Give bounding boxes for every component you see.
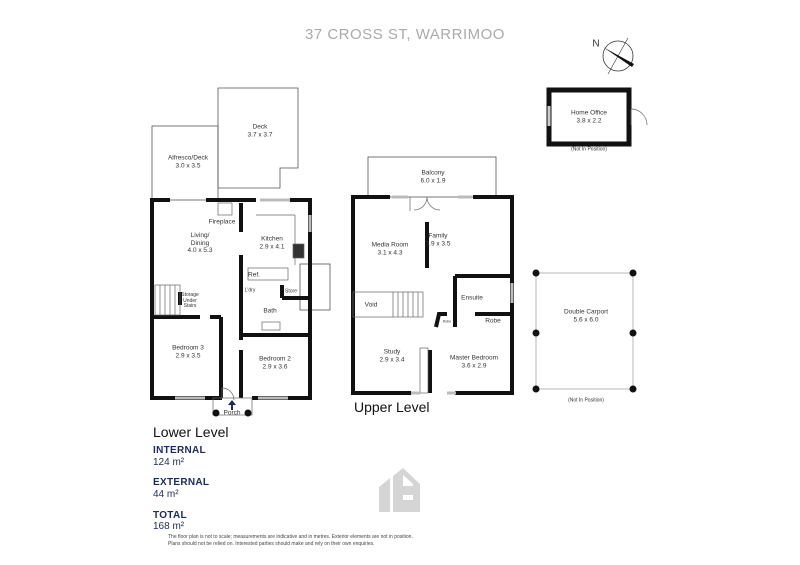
room-name: Bedroom 3	[172, 344, 204, 352]
balcony-outline	[367, 156, 497, 198]
room-name: Alfresco/Deck	[167, 154, 209, 162]
home-office-walls	[546, 87, 648, 147]
room-dims: 3.6 x 2.9	[461, 362, 487, 369]
room-dims: 2.9 x 3.4	[379, 356, 405, 363]
room-dims: 2.9 x 3.5	[175, 352, 201, 359]
lower-level-fixtures	[154, 202, 305, 416]
external-value: 44 m²	[153, 489, 179, 500]
disclaimer: The floor plan is not to scale; measurem…	[168, 534, 488, 548]
lower-windows	[175, 198, 312, 400]
compass-north-label: N	[592, 38, 600, 50]
property-title: 37 CROSS ST, WARRIMOO	[305, 26, 505, 43]
upper-level-heading: Upper Level	[354, 399, 430, 415]
bath-label: Bath	[263, 307, 277, 315]
room-name: Master Bedroom	[449, 354, 499, 362]
store-label: Store	[285, 288, 297, 295]
room-dims: 3.7 x 3.7	[247, 131, 273, 138]
room-dims: 3.0 x 3.5	[175, 162, 201, 169]
room-name: Double Carport	[563, 308, 609, 316]
room-dims: 3.1 x 4.3	[377, 249, 403, 256]
disclaimer-line: The floor plan is not to scale; measurem…	[168, 534, 413, 540]
room-name: Kitchen	[261, 235, 283, 243]
fireplace-label: Fireplace	[208, 218, 236, 226]
room-name: Stairs	[183, 302, 197, 309]
lower-level-decks	[151, 87, 331, 311]
internal-value: 124 m²	[153, 457, 185, 468]
carport-outline	[532, 269, 637, 393]
entry-arrow-icon	[228, 400, 236, 410]
disclaimer-line: Plans should not be relied on. Intereste…	[168, 541, 375, 547]
compass-icon	[602, 37, 634, 75]
room-dims: 2.9 x 4.1	[259, 243, 285, 250]
room-dims: 5.6 x 6.0	[573, 316, 599, 323]
room-name: Family	[428, 232, 448, 240]
room-dims: 6.0 x 1.9	[420, 177, 446, 184]
upper-level-fixtures	[352, 196, 441, 394]
carport-note: (Not In Position)	[568, 397, 604, 404]
ensuite-label: Ensuite	[461, 294, 483, 302]
room-dims: 3.8 x 2.2	[576, 117, 602, 124]
void-label: Void	[364, 301, 378, 309]
room-name: Under	[183, 297, 197, 304]
room-name: Bedroom 2	[259, 355, 291, 363]
room-name: Dining	[190, 239, 210, 247]
robe-small-label: Robe	[442, 319, 452, 324]
total-value: 168 m²	[153, 521, 185, 532]
room-name: Study	[383, 348, 401, 356]
total-label: TOTAL	[153, 510, 187, 521]
room-name: Home Office	[570, 109, 608, 117]
room-dims: 2.9 x 3.6	[262, 363, 288, 370]
brand-logo	[379, 468, 420, 512]
room-name: Storage	[181, 291, 199, 298]
room-name: Living/	[190, 231, 210, 239]
room-dims: 3.9 x 3.5	[425, 240, 451, 247]
porch-label: Porch	[223, 409, 241, 417]
ref-label: Ref.	[248, 271, 260, 279]
robe-label: Robe	[485, 317, 501, 325]
room-name: Deck	[252, 123, 268, 131]
lower-level-heading: Lower Level	[153, 424, 229, 440]
external-label: EXTERNAL	[153, 477, 210, 488]
home-office-note: (Not In Position)	[571, 146, 607, 153]
laundry-label: L'dry	[244, 287, 256, 294]
room-name: Media Room	[371, 241, 409, 249]
room-dims: 4.0 x 5.3	[187, 246, 213, 254]
internal-label: INTERNAL	[153, 445, 206, 456]
room-name: Balcony	[421, 169, 445, 177]
upper-windows	[392, 195, 514, 395]
